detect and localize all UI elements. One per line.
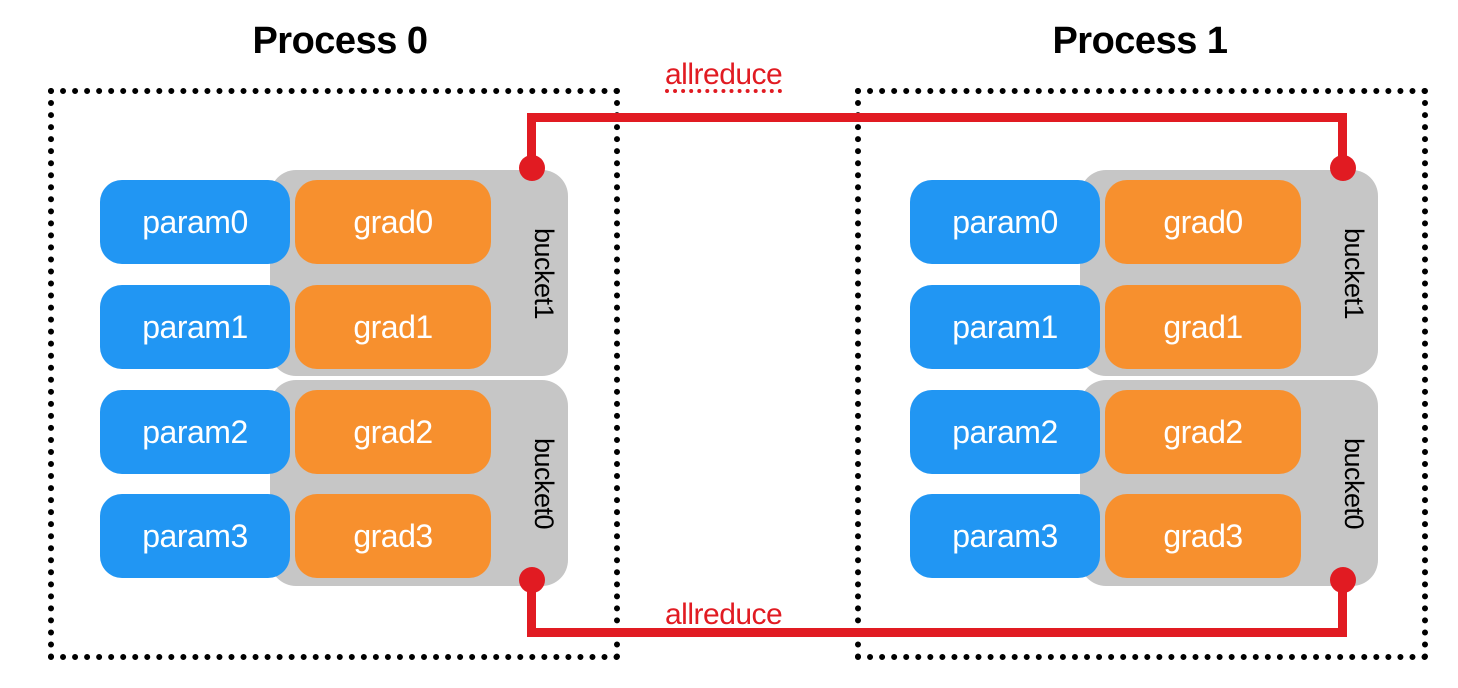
process-0-grad0: grad0 xyxy=(295,180,491,264)
process-1-param1: param1 xyxy=(910,285,1100,369)
process-1-grad1: grad1 xyxy=(1105,285,1301,369)
process-1-grad0: grad0 xyxy=(1105,180,1301,264)
allreduce-top-horizontal xyxy=(527,113,1347,122)
process-0-param0: param0 xyxy=(100,180,290,264)
process-1-param2: param2 xyxy=(910,390,1100,474)
allreduce-top-right-endpoint xyxy=(1330,155,1356,181)
process-0-bucket0-label: bucket0 xyxy=(529,437,560,529)
allreduce-top-right-vertical xyxy=(1338,113,1347,175)
allreduce-bottom-label: allreduce xyxy=(665,598,783,631)
allreduce-top-left-endpoint xyxy=(519,155,545,181)
process-1-title: Process 1 xyxy=(1052,20,1228,62)
process-0-param2: param2 xyxy=(100,390,290,474)
process-1-param0: param0 xyxy=(910,180,1100,264)
process-0-grad3: grad3 xyxy=(295,494,491,578)
allreduce-bottom-right-vertical xyxy=(1338,580,1347,637)
allreduce-top-label: allreduce xyxy=(665,58,783,91)
process-1-grad3: grad3 xyxy=(1105,494,1301,578)
process-0-frame xyxy=(48,88,620,660)
process-0-grad2: grad2 xyxy=(295,390,491,474)
allreduce-bottom-right-endpoint xyxy=(1330,567,1356,593)
process-0-grad1: grad1 xyxy=(295,285,491,369)
process-0-param1: param1 xyxy=(100,285,290,369)
process-1-bucket1-label: bucket1 xyxy=(1339,227,1370,319)
allreduce-top-left-vertical xyxy=(527,113,536,175)
process-1-bucket0-label: bucket0 xyxy=(1339,437,1370,529)
process-1-grad2: grad2 xyxy=(1105,390,1301,474)
process-1-frame xyxy=(855,88,1428,660)
process-0-bucket1-label: bucket1 xyxy=(529,227,560,319)
process-0-param3: param3 xyxy=(100,494,290,578)
allreduce-bottom-horizontal xyxy=(527,628,1347,637)
allreduce-bottom-left-endpoint xyxy=(519,567,545,593)
process-0-title: Process 0 xyxy=(252,20,428,62)
allreduce-bottom-left-vertical xyxy=(527,580,536,637)
process-1-param3: param3 xyxy=(910,494,1100,578)
